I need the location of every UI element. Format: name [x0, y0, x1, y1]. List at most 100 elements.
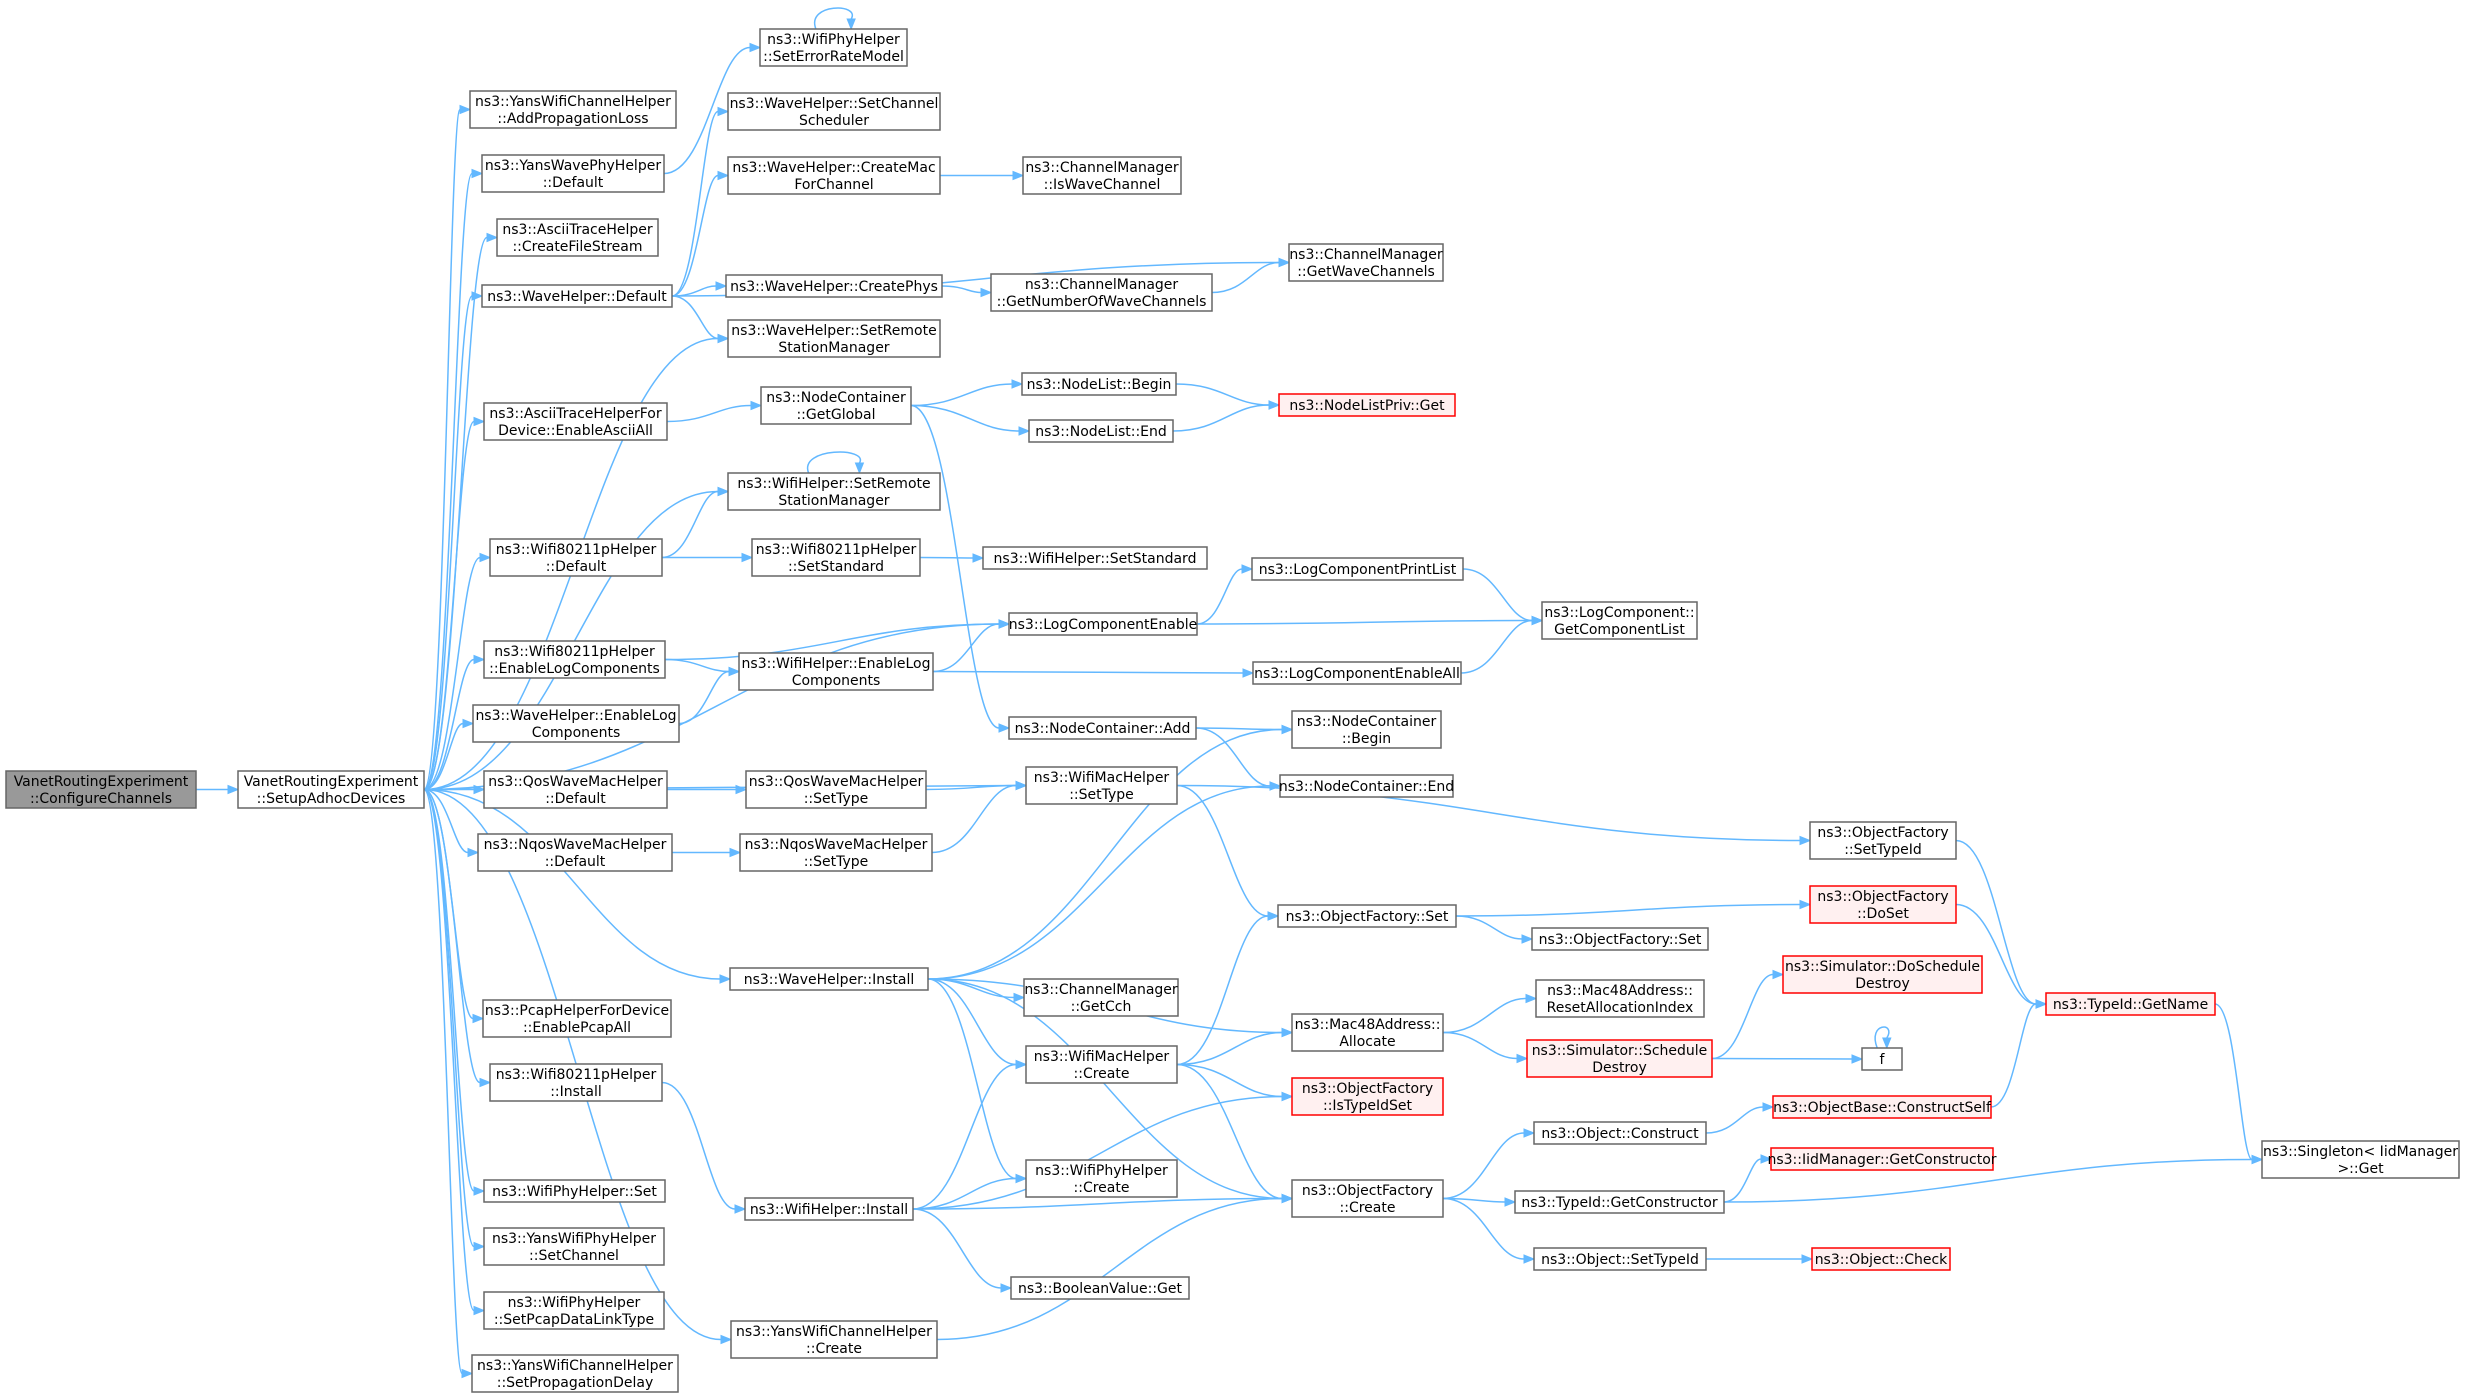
edge-mac_create-to-of_create [1176, 1063, 1294, 1204]
node-of_create[interactable]: ns3::ObjectFactory::Create [1291, 1179, 1444, 1218]
node-w80211_enablelog[interactable]: ns3::Wifi80211pHelper::EnableLogComponen… [483, 640, 666, 679]
node-f[interactable]: f [1861, 1047, 1903, 1071]
node-yanswave_default[interactable]: ns3::YansWavePhyHelper::Default [481, 154, 665, 193]
node-label: StationManager [778, 340, 889, 356]
node-mac_create[interactable]: ns3::WifiMacHelper::Create [1025, 1045, 1178, 1084]
node-nqos_settype[interactable]: ns3::NqosWaveMacHelper::SetType [739, 833, 933, 872]
node-ascii_createfile[interactable]: ns3::AsciiTraceHelper::CreateFileStream [496, 218, 659, 257]
node-wifi_enablelog[interactable]: ns3::WifiHelper::EnableLogComponents [738, 652, 934, 691]
node-obj_settypeid[interactable]: ns3::Object::SetTypeId [1533, 1247, 1707, 1271]
node-label: ::GetCch [1071, 999, 1132, 1015]
node-obj_construct[interactable]: ns3::Object::Construct [1533, 1121, 1707, 1145]
node-mac_settype[interactable]: ns3::WifiMacHelper::SetType [1025, 766, 1178, 805]
edge-line [1175, 383, 1270, 406]
node-wave_enablelog[interactable]: ns3::WaveHelper::EnableLogComponents [472, 704, 680, 743]
node-label: ns3::AsciiTraceHelper [502, 222, 653, 238]
node-typeid_getctor[interactable]: ns3::TypeId::GetConstructor [1514, 1190, 1725, 1214]
node-nc_end[interactable]: ns3::NodeContainer::End [1279, 774, 1454, 798]
node-w80211_install[interactable]: ns3::Wifi80211pHelper::Install [489, 1063, 663, 1102]
node-obj_check[interactable]: ns3::Object::Check [1811, 1247, 1951, 1271]
node-phy_setpcap[interactable]: ns3::WifiPhyHelper::SetPcapDataLinkType [483, 1291, 665, 1330]
node-bool_get[interactable]: ns3::BooleanValue::Get [1010, 1276, 1190, 1300]
node-cm_iswave[interactable]: ns3::ChannelManager::IsWaveChannel [1022, 156, 1182, 195]
edge-wifi_install-to-bool_get [912, 1208, 1013, 1293]
edge-arrowhead [1269, 781, 1282, 791]
node-wifi_install[interactable]: ns3::WifiHelper::Install [744, 1197, 914, 1221]
edge-line [423, 788, 463, 1375]
node-of_doset[interactable]: ns3::ObjectFactory::DoSet [1809, 885, 1957, 924]
node-wave_install[interactable]: ns3::WaveHelper::Install [729, 967, 929, 991]
node-nlpriv_get[interactable]: ns3::NodeListPriv::Get [1278, 393, 1456, 417]
node-of_settypeid[interactable]: ns3::ObjectFactory::SetTypeId [1809, 821, 1957, 860]
node-box [1025, 766, 1178, 805]
node-qos_default[interactable]: ns3::QosWaveMacHelper::Default [483, 770, 668, 809]
node-qos_settype[interactable]: ns3::QosWaveMacHelper::SetType [745, 770, 927, 809]
node-label: ns3::Object::Check [1815, 1252, 1948, 1268]
edge-wave_default-to-wave_createmac [671, 170, 730, 297]
node-cm_getnum[interactable]: ns3::ChannelManager::GetNumberOfWaveChan… [990, 273, 1213, 312]
node-w80211_setstd[interactable]: ns3::Wifi80211pHelper::SetStandard [751, 538, 921, 577]
edge-phy_seterr-to-phy_seterr [813, 7, 856, 31]
node-of_set2[interactable]: ns3::ObjectFactory::Set [1531, 927, 1709, 951]
node-iid_getctor[interactable]: ns3::IidManager::GetConstructor [1767, 1147, 1997, 1171]
node-label: ns3::Mac48Address:: [1295, 1017, 1441, 1033]
node-wave_default[interactable]: ns3::WaveHelper::Default [481, 284, 673, 308]
node-objbase_construct[interactable]: ns3::ObjectBase::ConstructSelf [1772, 1095, 1992, 1119]
node-yansphy_setchan[interactable]: ns3::YansWifiPhyHelper::SetChannel [483, 1227, 665, 1266]
node-cm_getwave[interactable]: ns3::ChannelManager::GetWaveChannels [1288, 243, 1444, 282]
node-logenable[interactable]: ns3::LogComponentEnable [1008, 612, 1198, 636]
node-nc_begin[interactable]: ns3::NodeContainer::Begin [1291, 710, 1442, 749]
node-phy_seterr[interactable]: ns3::WifiPhyHelper::SetErrorRateModel [759, 28, 908, 67]
edge-logprintlist-to-logcomp_getlist [1462, 568, 1544, 626]
edge-line [423, 788, 469, 854]
node-of_istypeidset[interactable]: ns3::ObjectFactory::IsTypeIdSet [1291, 1077, 1444, 1116]
node-w80211_default[interactable]: ns3::Wifi80211pHelper::Default [489, 538, 663, 577]
node-root[interactable]: VanetRoutingExperiment::ConfigureChannel… [5, 770, 197, 809]
node-setup[interactable]: VanetRoutingExperiment::SetupAdhocDevice… [237, 770, 425, 809]
node-logcomp_getlist[interactable]: ns3::LogComponent::GetComponentList [1541, 601, 1698, 640]
node-nodelist_end[interactable]: ns3::NodeList::End [1028, 419, 1174, 443]
node-wifi_setstd[interactable]: ns3::WifiHelper::SetStandard [982, 546, 1208, 570]
edge-setup-to-yanswave_default [423, 168, 484, 791]
edge-sim_schedule-to-sim_doschedule [1711, 969, 1785, 1060]
node-nodelist_begin[interactable]: ns3::NodeList::Begin [1021, 372, 1177, 396]
edge-line [813, 7, 854, 30]
node-yanschan_setdelay[interactable]: ns3::YansWifiChannelHelper::SetPropagati… [471, 1354, 679, 1393]
node-phy_set[interactable]: ns3::WifiPhyHelper::Set [483, 1179, 666, 1203]
node-label: ns3::Simulator::Schedule [1532, 1043, 1708, 1059]
node-nqos_default[interactable]: ns3::NqosWaveMacHelper::Default [477, 833, 673, 872]
node-of_set[interactable]: ns3::ObjectFactory::Set [1277, 904, 1457, 928]
edge-arrowhead [1278, 257, 1291, 268]
node-asciidev_enable[interactable]: ns3::AsciiTraceHelperForDevice::EnableAs… [483, 402, 668, 441]
node-yanschan_addprop[interactable]: ns3::YansWifiChannelHelper::AddPropagati… [469, 90, 677, 129]
node-mac48_alloc[interactable]: ns3::Mac48Address::Allocate [1291, 1013, 1444, 1052]
node-nc_getglobal[interactable]: ns3::NodeContainer::GetGlobal [760, 386, 912, 425]
node-phy_create[interactable]: ns3::WifiPhyHelper::Create [1025, 1159, 1178, 1198]
node-mac48_reset[interactable]: ns3::Mac48Address::ResetAllocationIndex [1535, 979, 1705, 1018]
node-label: ns3::Object::SetTypeId [1541, 1252, 1699, 1268]
node-wave_createphys[interactable]: ns3::WaveHelper::CreatePhys [725, 274, 943, 298]
node-cm_getcch[interactable]: ns3::ChannelManager::GetCch [1023, 978, 1179, 1017]
node-label: ns3::ChannelManager [1025, 277, 1179, 293]
node-nc_add[interactable]: ns3::NodeContainer::Add [1008, 716, 1197, 740]
node-singleton_get[interactable]: ns3::Singleton< IidManager>::Get [2261, 1140, 2460, 1179]
node-typeid_getname[interactable]: ns3::TypeId::GetName [2045, 992, 2216, 1016]
node-yanschan_create[interactable]: ns3::YansWifiChannelHelper::Create [730, 1320, 938, 1359]
edge-w80211_setstd-to-wifi_setstd [919, 553, 985, 563]
node-label: ::SetTypeId [1844, 842, 1922, 858]
node-pcap_enable[interactable]: ns3::PcapHelperForDevice::EnablePcapAll [482, 999, 672, 1038]
edge-wifi_enablelog-to-logenableall [932, 668, 1255, 678]
node-logprintlist[interactable]: ns3::LogComponentPrintList [1251, 557, 1464, 581]
node-box [2045, 992, 2216, 1016]
node-label: ::Default [545, 791, 606, 807]
node-logenableall[interactable]: ns3::LogComponentEnableAll [1252, 661, 1462, 685]
edge-arrowhead [749, 42, 762, 53]
edge-line [671, 174, 719, 297]
